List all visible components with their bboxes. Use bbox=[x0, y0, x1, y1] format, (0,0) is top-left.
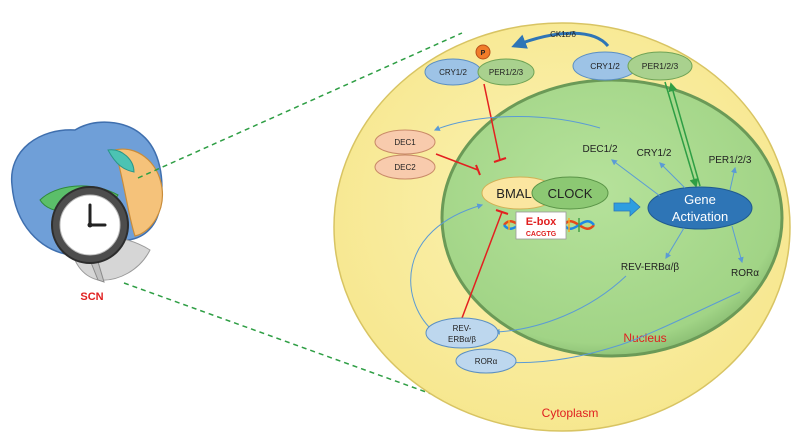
nucleus-label: Nucleus bbox=[623, 331, 666, 345]
per-to-gene-arrow bbox=[668, 82, 701, 187]
cry-free-label: CRY1/2 bbox=[590, 61, 620, 71]
per-free-label: PER1/2/3 bbox=[642, 61, 679, 71]
dec-inhibition-line bbox=[435, 153, 479, 171]
gene-to-per-arrow bbox=[664, 81, 699, 188]
rev-erb-cytoplasm-box bbox=[425, 317, 499, 349]
per-free-box bbox=[627, 51, 693, 81]
zoom-line-bottom bbox=[123, 282, 463, 406]
rev-erb-cytoplasm-line2: ERBα/β bbox=[448, 335, 476, 344]
gene-to-dec-arrow bbox=[611, 159, 661, 197]
ror-cytoplasm-box bbox=[455, 348, 517, 374]
ebox-box bbox=[515, 211, 567, 240]
dec1-box bbox=[374, 129, 436, 155]
rev-erb-inhibition-line bbox=[461, 211, 503, 319]
clock-icon bbox=[51, 186, 129, 264]
gene-to-ror-arrow bbox=[731, 225, 744, 264]
rev-erb-cytoplasm-line1: REV- bbox=[453, 324, 472, 333]
gene-to-cry-arrow bbox=[659, 162, 686, 189]
clock-box bbox=[531, 176, 609, 210]
dec-inhibition-bar bbox=[475, 164, 481, 176]
gene-to-per-target-arrow bbox=[729, 166, 737, 191]
bmal-label: BMAL bbox=[496, 186, 531, 201]
ebox-sequence-label: CACGTG bbox=[526, 231, 557, 238]
brain-parietal-region bbox=[107, 149, 135, 173]
ror-cytoplasm-label: RORα bbox=[475, 357, 498, 366]
ror-export-arrow bbox=[498, 291, 741, 366]
target-dec-label: DEC1/2 bbox=[582, 144, 617, 155]
ck1-phosphorylation-arrow bbox=[511, 31, 610, 49]
clock-label: CLOCK bbox=[548, 186, 593, 201]
brain-occipital-lobe bbox=[114, 148, 164, 237]
target-per-label: PER1/2/3 bbox=[709, 155, 752, 166]
ck1-label: CK1ε/δ bbox=[550, 30, 576, 39]
dec-export-arrow bbox=[433, 116, 601, 131]
cytoplasm-label: Cytoplasm bbox=[542, 406, 599, 420]
dec1-label: DEC1 bbox=[394, 138, 416, 147]
dec2-box bbox=[374, 154, 436, 180]
phosphate-label: P bbox=[481, 50, 486, 57]
cry-per-inhibition-line bbox=[483, 83, 501, 161]
phosphate-badge bbox=[475, 44, 491, 60]
target-rev-erb-label: REV-ERBα/β bbox=[621, 262, 679, 273]
rev-erb-export-arrow bbox=[493, 275, 627, 335]
gene-activation-box bbox=[647, 186, 753, 230]
gene-activation-line2: Activation bbox=[672, 209, 728, 224]
ebox-label: E-box bbox=[526, 216, 557, 228]
block-arrow-icon bbox=[613, 197, 641, 217]
gene-activation-line1: Gene bbox=[684, 192, 716, 207]
rev-erb-inhibition-bar bbox=[495, 209, 509, 215]
gene-to-rev-erb-arrow bbox=[665, 227, 685, 260]
cry-phospho-label: CRY1/2 bbox=[439, 68, 467, 77]
scn-label: SCN bbox=[80, 291, 103, 303]
target-cry-label: CRY1/2 bbox=[637, 148, 672, 159]
per-phospho-label: PER1/2/3 bbox=[489, 68, 524, 77]
per-phospho-box bbox=[477, 58, 535, 86]
dec2-label: DEC2 bbox=[394, 163, 416, 172]
cry-per-inhibition-bar bbox=[493, 157, 507, 163]
ror-activation-arrow bbox=[410, 203, 484, 331]
target-ror-label: RORα bbox=[731, 268, 759, 279]
